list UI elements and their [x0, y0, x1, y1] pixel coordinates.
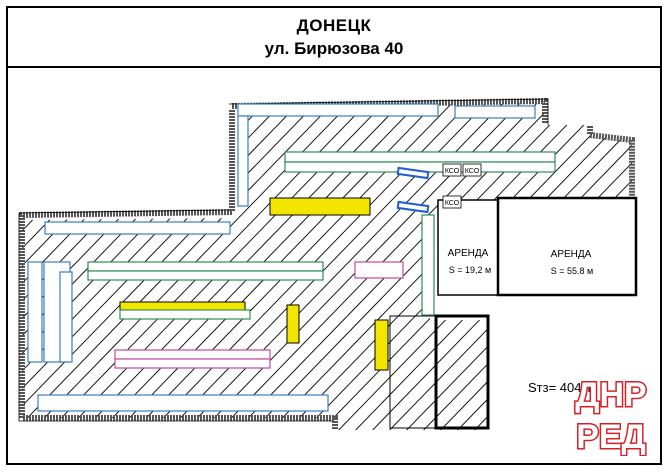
shelf-right-vertical: [421, 214, 435, 316]
room-area: S = 19,2 м: [449, 265, 491, 275]
watermark-logo: ДНР ДНР РЕД РЕД: [574, 375, 648, 457]
address-title: ул. Бирюзова 40: [264, 39, 404, 58]
shelving-middle: [87, 261, 324, 320]
drawing-frame: [6, 6, 662, 465]
shelving-pink: [114, 261, 404, 369]
shelf-upper-left: [44, 221, 231, 235]
watermark-line2-fill: РЕД: [576, 418, 646, 456]
checkout-label: КСО: [465, 168, 480, 175]
title-block: ДОНЕЦК ул. Бирюзова 40: [6, 6, 662, 68]
watermark-line1: ДНР: [575, 376, 646, 414]
left-shelving: [27, 261, 73, 363]
hatch-line: [22, 103, 31, 430]
room-labels: АРЕНДА S = 19,2 м АРЕНДА S = 55.8 м: [448, 248, 594, 276]
wall-outline: [18, 98, 549, 422]
outer-walls: [19, 97, 635, 430]
checkout-label: КСО: [445, 168, 460, 175]
top-shelving: [237, 103, 536, 207]
checkout-labels: КСО КСО КСО: [442, 163, 482, 209]
watermark-line2: РЕД: [576, 418, 646, 456]
room-name: АРЕНДА: [551, 249, 592, 260]
checkout-label: КСО: [445, 200, 460, 207]
total-area-label: Sтз= 404м: [528, 380, 590, 395]
rental-rooms: [434, 196, 638, 430]
storage-zone: [389, 315, 437, 429]
room-area: S = 55.8 м: [551, 266, 593, 276]
shelf-bottom: [37, 394, 329, 412]
watermark-line1-fill: ДНР: [575, 376, 646, 414]
cashier-desks: [396, 166, 430, 214]
shelving-top-row: [284, 151, 556, 173]
room-name: АРЕНДА: [448, 248, 489, 259]
city-title: ДОНЕЦК: [296, 16, 372, 35]
